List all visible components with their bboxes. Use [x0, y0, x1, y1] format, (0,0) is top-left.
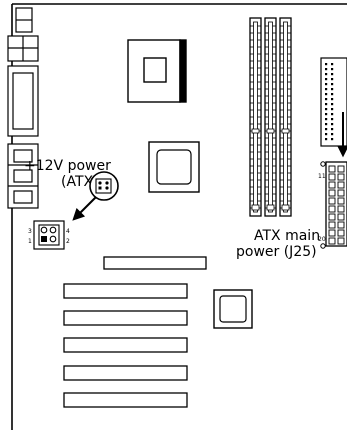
atxp1-pin-1: 1	[28, 238, 32, 245]
south-bridge-chip	[213, 289, 253, 329]
j25-pin-20-label: 20	[318, 236, 326, 243]
atxp1-pinout	[33, 220, 65, 250]
agp-slot	[103, 256, 207, 270]
atxp1-label-line1: +12V power	[24, 158, 111, 174]
pci-slot-1	[63, 283, 188, 299]
atxp1-pin-4: 4	[66, 228, 70, 235]
pci-slot-5	[63, 392, 188, 408]
atxp1-onboard-connector	[89, 171, 119, 201]
j25-label-line2: power (J25)	[236, 244, 317, 260]
dimm-slot-2	[264, 17, 277, 217]
north-bridge-chip	[148, 141, 200, 193]
rear-io-ports	[7, 7, 39, 209]
atxp1-pin-2: 2	[66, 238, 70, 245]
ide-connector	[320, 57, 347, 147]
j25-pin-11-label: 11	[318, 173, 326, 180]
atx-main-power-connector	[320, 161, 347, 249]
dimm-slot-3	[279, 17, 292, 217]
pci-slot-3	[63, 337, 188, 353]
dimm-slots	[249, 17, 292, 217]
atxp1-arrow	[72, 196, 97, 221]
pci-slot-2	[63, 310, 188, 326]
j25-label-line1: ATX main	[254, 228, 320, 244]
pci-slot-4	[63, 365, 188, 381]
cpu-socket	[127, 39, 187, 103]
dimm-slot-1	[249, 17, 262, 217]
atxp1-pin-3: 3	[28, 228, 32, 235]
